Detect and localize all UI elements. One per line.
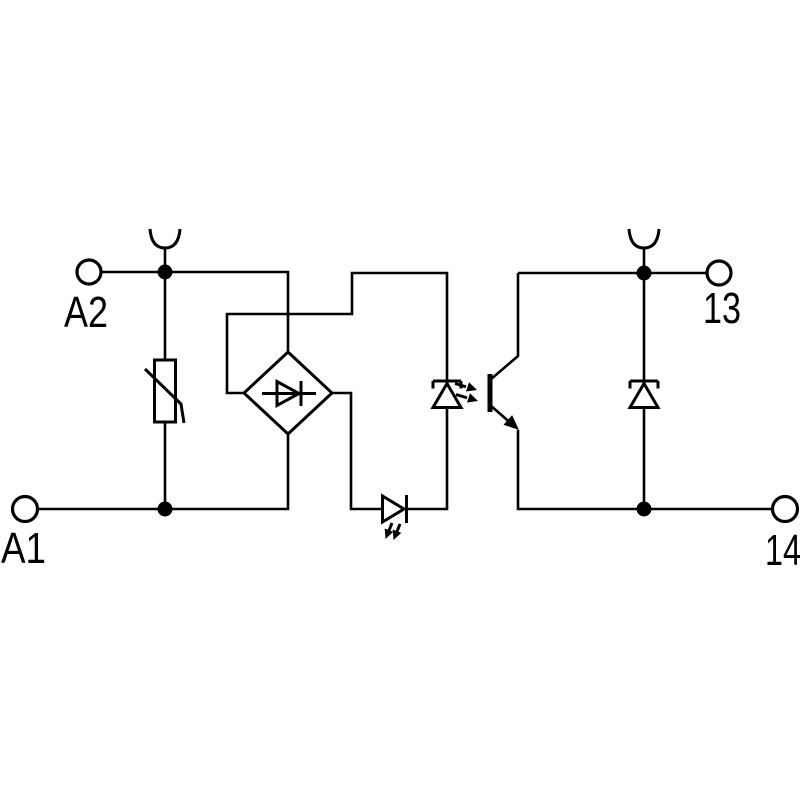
socket-contact-right-icon	[627, 228, 661, 250]
bridge-rectifier-icon	[241, 349, 335, 437]
wire-status-led-to-opto-led	[407, 408, 449, 511]
terminal-a1-circle	[10, 494, 40, 524]
terminal-a1-label: A1	[1, 524, 46, 573]
varistor-icon	[143, 358, 186, 424]
wire-bridge-right-to-status-led	[332, 391, 382, 511]
status-led-light-arrows	[384, 522, 402, 540]
terminal-a2-label: A2	[64, 288, 108, 337]
terminal-13-label: 13	[703, 284, 741, 333]
wire-a2-rail	[101, 270, 290, 352]
suppressor-diode-icon	[627, 379, 661, 409]
terminal-14-label: 14	[765, 526, 800, 575]
junction-dot	[157, 501, 173, 517]
wire-emitter-rail-14	[516, 430, 772, 511]
terminal-13-circle	[705, 259, 733, 287]
opto-light-arrows	[454, 382, 478, 403]
junction-dot	[157, 264, 173, 280]
terminal-14-circle	[770, 494, 800, 524]
phototransistor-icon	[487, 273, 520, 430]
wire-a1-rail	[38, 433, 290, 511]
socket-contact-left-icon	[148, 228, 182, 250]
terminal-a2-circle	[75, 258, 103, 286]
junction-dot	[636, 265, 652, 281]
schematic-linework	[10, 228, 800, 540]
junction-dot	[636, 501, 652, 517]
wire-bridge-left-to-opto-led	[225, 271, 449, 395]
optocoupler-led-icon	[430, 379, 478, 409]
status-led-icon	[381, 493, 408, 540]
